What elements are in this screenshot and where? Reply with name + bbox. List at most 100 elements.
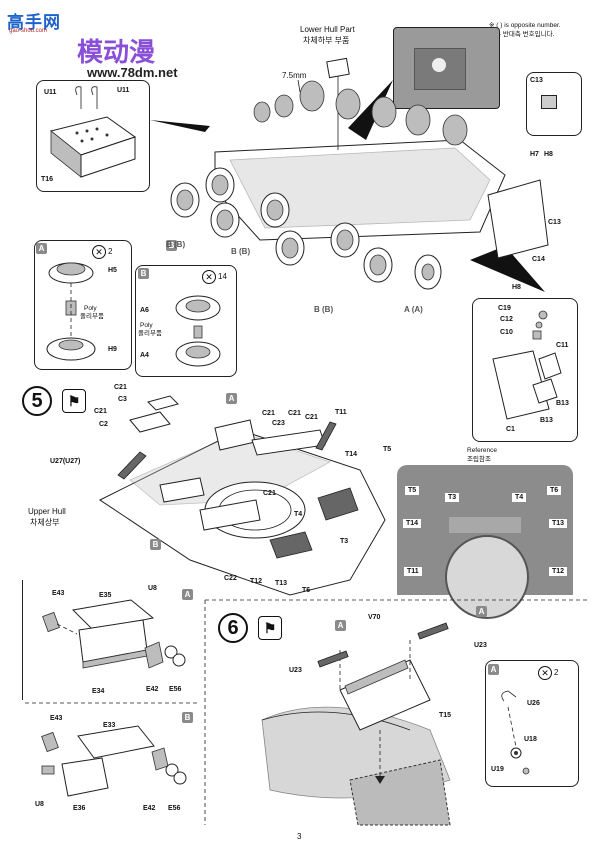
sub-a-label-e35: E35 [99, 592, 112, 599]
s6-label-u26: U26 [527, 700, 540, 707]
wheel-tag-3: B (B) [314, 305, 334, 314]
s5-label-t4: T4 [294, 511, 303, 518]
label-u11-b: U11 [117, 87, 130, 94]
sub-a-label-e43: E43 [52, 590, 65, 597]
ref-label-t12: T12 [549, 567, 568, 576]
ref-label-t3: T3 [445, 493, 460, 502]
s5-tag-b: B [150, 539, 161, 550]
detail-a-count: 2 [108, 247, 113, 256]
s6-detail-count: 2 [554, 668, 559, 677]
label-c14: C14 [532, 256, 545, 263]
s6-label-u19: U19 [491, 766, 504, 773]
step-6-number: 6 [218, 613, 248, 643]
sub-a-label-u8: U8 [148, 585, 157, 592]
ref-label-t11: T11 [404, 567, 422, 576]
wheel-tag-2: B (B) [231, 247, 251, 256]
watermark-url: www.78dm.net [87, 65, 178, 80]
ref-label-t4: T4 [512, 493, 527, 502]
s5-tag-a: A [226, 393, 237, 404]
s6-label-u18: U18 [524, 736, 537, 743]
ref-label-t5: T5 [405, 486, 420, 495]
inset-u11: U11 U11 T16 [36, 80, 150, 192]
reference-title-kr: 조립참조 [467, 456, 491, 463]
sub-b-area [22, 706, 198, 816]
detail-a-tag: A [36, 243, 47, 254]
glue-icon: ⚑ [258, 616, 282, 640]
s6-tag-a-2: A [476, 606, 487, 617]
page-number: 3 [297, 832, 302, 841]
sub-a-label-e34: E34 [92, 688, 105, 695]
watermark-site: 模动漫 [77, 37, 156, 67]
s5-label-c21-f: C21 [263, 490, 276, 497]
lower-hull-title: Lower Hull Part [300, 25, 355, 34]
sub-b-label-e36: E36 [73, 805, 86, 812]
s5-label-t14: T14 [345, 451, 358, 458]
s6-label-v70: V70 [368, 614, 381, 621]
s5-label-c21-b: C21 [94, 408, 107, 415]
label-u11-a: U11 [44, 89, 57, 96]
label-t16: T16 [41, 176, 54, 183]
s5-label-c21-a: C21 [114, 384, 127, 391]
step-5-number: 5 [22, 386, 52, 416]
s5-label-c3: C3 [118, 396, 127, 403]
s5-label-t11: T11 [335, 409, 347, 416]
sub-a-box [22, 580, 199, 700]
sub-a-tag: A [182, 589, 193, 600]
wheel-tag-4: A (A) [404, 305, 423, 314]
detail-b-count: 14 [218, 272, 227, 281]
s6-label-t15: T15 [439, 712, 452, 719]
no-glue-icon: ✕ [202, 270, 216, 284]
label-poly-a-kr: 폴리부품 [80, 313, 104, 320]
s6-tag-a-1: A [335, 620, 346, 631]
sub-a-label-e56: E56 [169, 686, 182, 693]
s6-label-u23-right: U23 [474, 642, 487, 649]
label-poly-b-kr: 폴리부품 [138, 330, 162, 337]
label-h5: H5 [108, 267, 117, 274]
upper-hull-label: Upper Hull [28, 507, 66, 516]
s5-label-t6: T6 [302, 587, 311, 594]
label-c10: C10 [500, 329, 513, 336]
s5-label-c21-c: C21 [262, 410, 275, 417]
lower-hull-title-kr: 차체하부 부품 [303, 36, 350, 45]
sub-a-label-e42: E42 [146, 686, 159, 693]
tag-b-1: B [166, 240, 177, 251]
no-glue-icon: ✕ [92, 245, 106, 259]
reference-photo [397, 465, 573, 619]
sub-b-label-e42: E42 [143, 805, 156, 812]
s5-label-t3: T3 [340, 538, 349, 545]
label-a6: A6 [140, 307, 149, 314]
ref-label-t6: T6 [547, 486, 562, 495]
sub-b-label-e33: E33 [103, 722, 116, 729]
label-c11: C11 [556, 342, 569, 349]
watermark-brand: 高手网 [7, 13, 61, 32]
upper-hull-label-kr: 차체상부 [30, 518, 60, 527]
no-glue-icon: ✕ [538, 666, 552, 680]
glue-icon: ⚑ [62, 389, 86, 413]
s6-detail-box [485, 660, 579, 787]
s5-label-c23: C23 [272, 420, 285, 427]
label-h7: H7 [512, 268, 521, 275]
detail-b-box [135, 265, 237, 377]
label-c13: C13 [548, 219, 561, 226]
s5-label-c22: C22 [224, 575, 237, 582]
s5-label-u27: U27(U27) [50, 458, 81, 465]
label-h7-top: H7 [530, 151, 539, 158]
s5-label-t12: T12 [250, 578, 263, 585]
sub-b-tag: B [182, 712, 193, 723]
detail-b-tag: B [138, 268, 149, 279]
label-b13-b: B13 [540, 417, 553, 424]
s5-label-t13: T13 [275, 580, 288, 587]
reference-title: Reference [467, 447, 497, 454]
legend-line-1: ※ ( ) is opposite number. [489, 22, 561, 29]
watermark: 高手网 gao-shou.com 模动漫 www.78dm.net [3, 2, 178, 82]
ref-label-t14: T14 [403, 519, 422, 528]
sub-b-label-e43: E43 [50, 715, 63, 722]
sub-b-label-u8: U8 [35, 801, 44, 808]
label-a4: A4 [140, 352, 149, 359]
s5-label-c21-d: C21 [288, 410, 301, 417]
s5-label-c21-e: C21 [305, 414, 318, 421]
s6-label-u23-left: U23 [289, 667, 302, 674]
inset-c13 [526, 72, 582, 136]
